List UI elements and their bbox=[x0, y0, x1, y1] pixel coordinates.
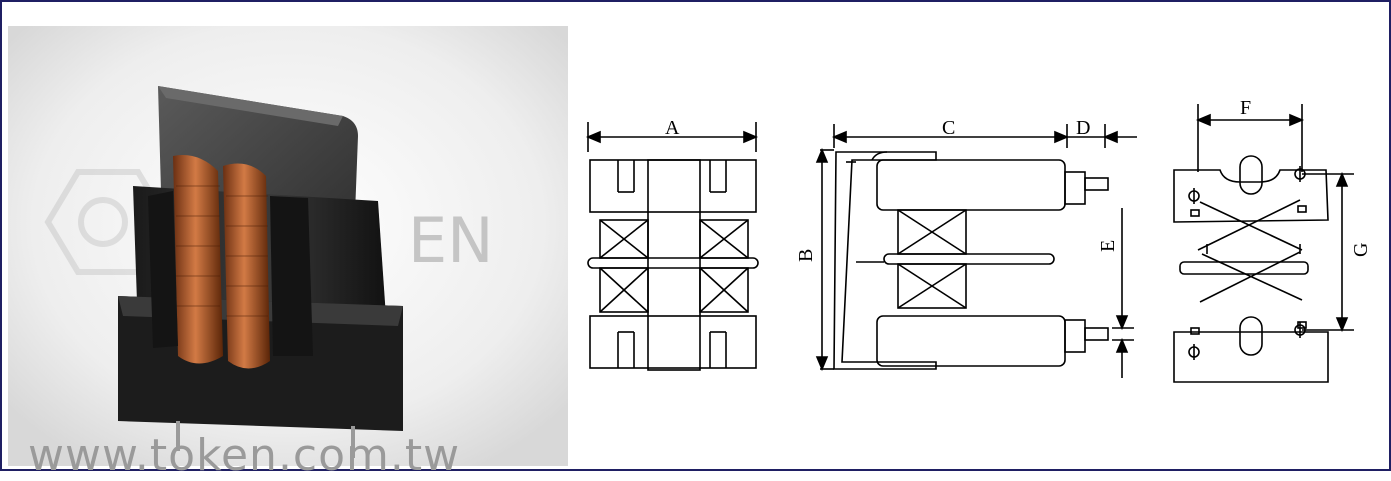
dimension-label-c: C bbox=[942, 117, 955, 139]
dimension-label-b: B bbox=[795, 249, 817, 262]
dimension-label-d: D bbox=[1076, 117, 1090, 139]
front-view-drawing bbox=[585, 122, 759, 371]
pins bbox=[176, 421, 355, 458]
bottom-view-drawing bbox=[1173, 104, 1354, 383]
copper-winding-right bbox=[223, 163, 270, 369]
common-mode-choke-photo: EN bbox=[8, 26, 568, 466]
website-url-watermark: www.token.com.tw bbox=[28, 430, 461, 481]
copper-winding-left bbox=[173, 155, 223, 364]
side-view-drawing bbox=[815, 124, 1137, 378]
product-photo: EN bbox=[8, 26, 568, 481]
dimension-label-g: G bbox=[1350, 243, 1372, 257]
dimension-drawings: A B C D E F G bbox=[585, 97, 1372, 383]
dimension-label-a: A bbox=[665, 117, 680, 139]
dimension-label-f: F bbox=[1240, 97, 1251, 119]
dimension-label-e: E bbox=[1097, 240, 1119, 252]
logo-text: EN bbox=[408, 204, 494, 277]
